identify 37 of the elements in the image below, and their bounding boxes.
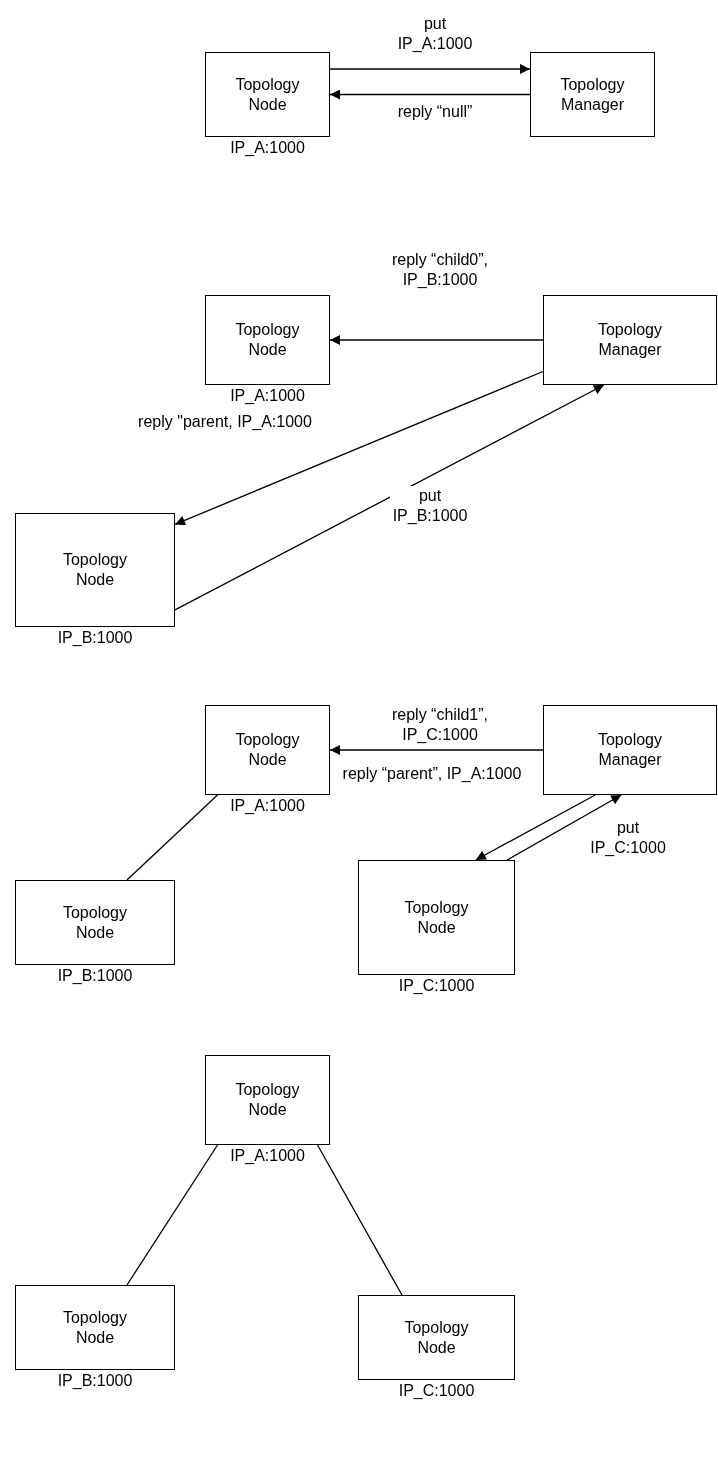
node-label: Topology Manager <box>596 730 663 770</box>
node-box <box>530 52 655 137</box>
connector-line <box>126 1144 219 1286</box>
arrow <box>174 370 544 526</box>
arrow <box>506 794 622 861</box>
node-label: Topology Node <box>234 730 301 770</box>
node-label: Topology Node <box>403 897 470 938</box>
arrow <box>329 745 544 755</box>
node-label: Topology Node <box>61 550 128 590</box>
node-label: Topology Manager <box>559 74 626 115</box>
edge-label: put IP_B:1000 <box>390 486 470 526</box>
arrow <box>329 335 544 345</box>
address-label: IP_B:1000 <box>56 629 134 647</box>
arrow <box>329 89 531 100</box>
arrow <box>329 64 531 74</box>
address-label: IP_B:1000 <box>56 1372 134 1390</box>
address-label: IP_A:1000 <box>229 797 306 815</box>
node-label: Topology Node <box>61 1307 128 1348</box>
node-box <box>543 295 717 385</box>
address-label: IP_A:1000 <box>229 387 306 405</box>
node-label: Topology Node <box>403 1317 470 1358</box>
edge-label: reply “null” <box>395 102 475 122</box>
address-label: IP_C:1000 <box>397 977 476 995</box>
node-label: Topology Manager <box>596 320 663 360</box>
connector-line <box>126 794 219 881</box>
connector-line <box>316 1144 403 1296</box>
node-box <box>543 705 717 795</box>
arrow <box>475 794 596 861</box>
address-label: IP_C:1000 <box>397 1382 476 1400</box>
address-label: IP_B:1000 <box>56 967 134 985</box>
arrow <box>174 384 605 611</box>
node-label: Topology Node <box>61 902 128 943</box>
address-label: IP_A:1000 <box>229 1147 306 1165</box>
node-label: Topology Node <box>234 320 301 360</box>
address-label: IP_A:1000 <box>229 139 306 157</box>
node-label: Topology Node <box>234 1080 301 1120</box>
node-label: Topology Node <box>234 74 301 115</box>
